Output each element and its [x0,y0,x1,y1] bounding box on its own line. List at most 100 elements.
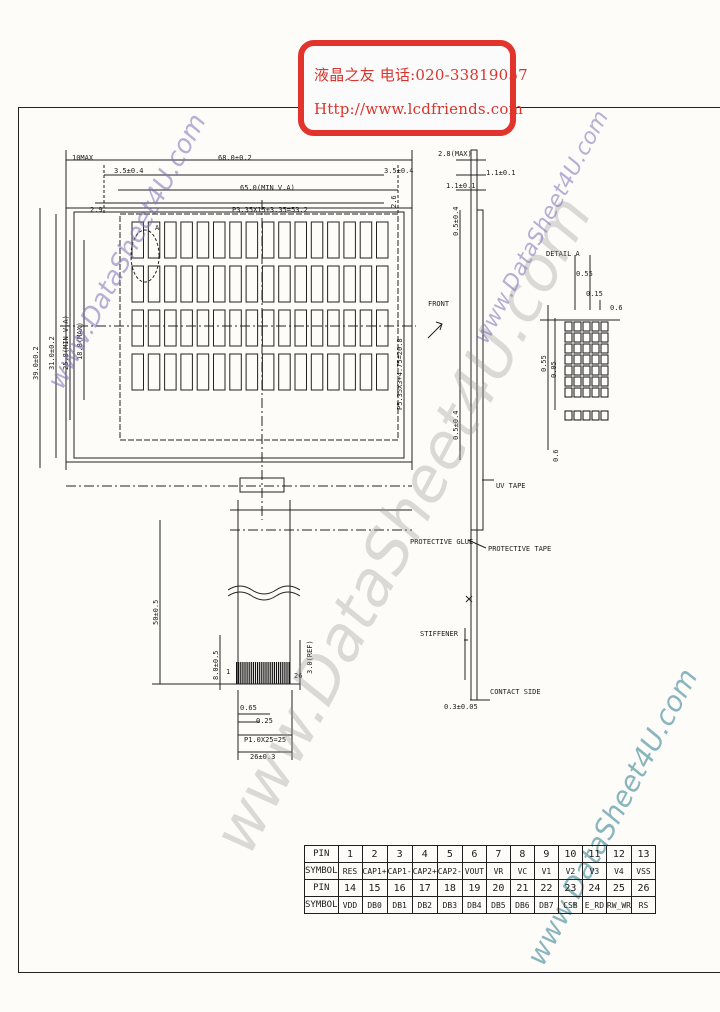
table-cell: 12 [605,845,632,863]
table-cell: VDD [337,896,363,914]
table-cell: VSS [630,862,656,880]
detail-dot [600,365,609,376]
dim-height-total: 39.0±0.2 [32,346,40,380]
table-cell: RS [630,896,656,914]
table-cell: DB6 [509,896,535,914]
table-cell: 13 [630,845,656,863]
table-cell: 19 [461,879,487,897]
fpc-contact [271,662,273,684]
character-cell [213,309,226,347]
fpc-contact [269,662,271,684]
character-cell [229,265,242,303]
table-cell: RW_WR [605,896,632,914]
fpc-contact [254,662,257,684]
row-header-symbol: SYMBOL [304,896,339,914]
character-cell [261,265,275,303]
fpc-contact [278,662,280,684]
table-cell: 26 [630,879,656,897]
detail-dot [564,332,573,343]
character-cell [164,221,177,259]
detail-dot [564,321,573,332]
detail-dot [582,376,591,387]
dim-left-small: 2.9 [90,206,103,214]
fpc-contact [280,662,282,684]
stamp-url-line[interactable]: Http://www.lcdfriends.com [314,100,523,118]
fpc-contact [257,662,259,684]
character-cell [343,353,356,391]
table-cell: DB1 [386,896,413,914]
character-cell [278,353,291,391]
character-cell [180,221,193,259]
detail-dot [564,354,573,365]
character-cell [310,221,324,259]
character-cell [294,309,307,347]
table-cell: 4 [411,845,438,863]
table-cell: DB0 [361,896,388,914]
dim-pitch-b: 0.25 [256,717,273,725]
character-cell [196,353,210,391]
fpc-contact [273,662,275,684]
character-cell [147,309,161,347]
detail-dot [591,343,600,354]
table-cell: DB7 [533,896,559,914]
detail-dot [591,321,600,332]
character-cell [376,309,389,347]
character-cell [343,265,356,303]
fpc-contact [244,662,246,684]
dim-tail-a: 8.0±0.5 [212,650,220,680]
character-cell [180,265,193,303]
table-cell: V1 [533,862,559,880]
dim-cell-pitch: P3.35X15+3.35=53.2 [232,206,308,214]
table-cell: 18 [436,879,463,897]
table-cell: DB3 [436,896,463,914]
character-cell [376,221,389,259]
table-cell: 6 [461,845,487,863]
label-front: FRONT [428,300,450,308]
detail-dot [591,365,600,376]
character-cell [327,353,340,391]
active-area-outline [119,213,399,441]
character-cell [147,265,161,303]
detail-dot [591,376,600,387]
character-cell [327,309,340,347]
detail-dot [582,343,591,354]
table-cell: VC [509,862,535,880]
fpc-contact [275,662,278,684]
table-cell: 8 [509,845,535,863]
table-cell: CAP2- [436,862,463,880]
character-cell [213,221,226,259]
character-cell [376,265,389,303]
fpc-contact [252,662,254,684]
character-cell [245,309,259,347]
character-cell [164,265,177,303]
row-header-symbol: SYMBOL [304,862,339,880]
detail-dot [591,332,600,343]
table-cell: DB2 [411,896,438,914]
detail-dot [600,387,609,398]
fpc-contact [284,662,286,684]
fpc-contact [265,662,267,684]
character-cell [229,309,242,347]
detail-dot [600,332,609,343]
fpc-contact [250,662,252,684]
character-cell [213,353,226,391]
fpc-contact [238,662,240,684]
detail-vdim-1: 0.55 [540,355,548,372]
detail-dim-2: 0.15 [586,290,603,298]
dim-right-small: 2.6 [390,195,398,208]
character-cell [196,221,210,259]
detail-dot [573,387,582,398]
character-cell [164,309,177,347]
character-cell [359,309,373,347]
side-upper-dim: 0.5±0.4 [452,206,460,236]
table-cell: 15 [361,879,388,897]
character-cell [229,221,242,259]
fpc-contact [240,662,242,684]
character-cell [164,353,177,391]
label-stiffener: STIFFENER [420,630,458,638]
character-cell [196,265,210,303]
